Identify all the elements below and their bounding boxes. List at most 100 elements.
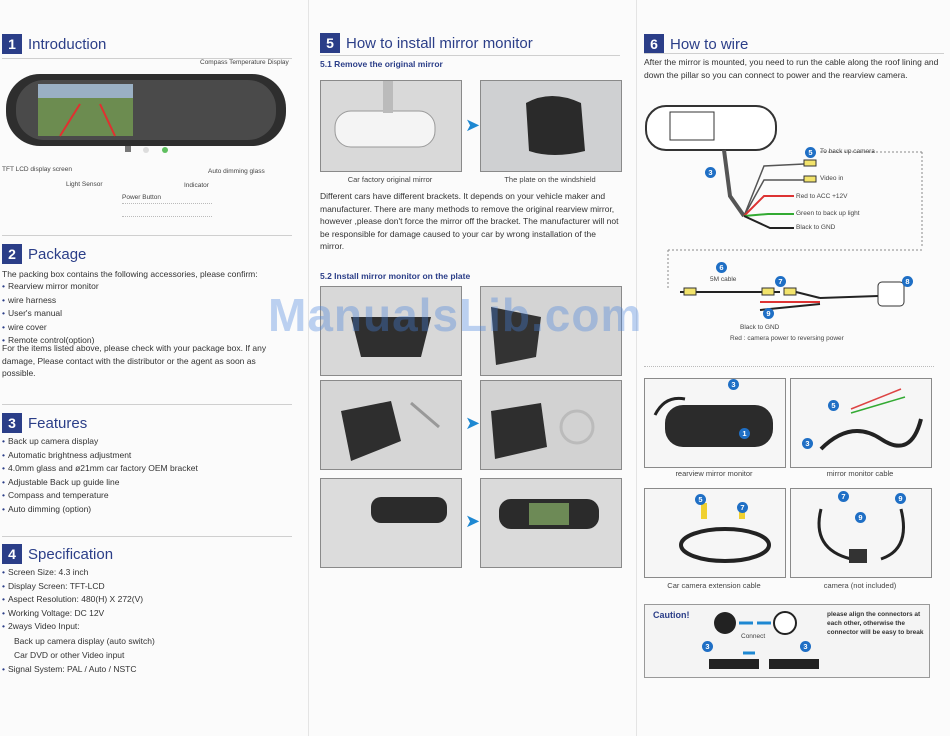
caution-title: Caution! xyxy=(653,610,690,620)
divider xyxy=(644,366,934,368)
list-item: 4.0mm glass and ø21mm car factory OEM br… xyxy=(2,462,198,476)
wire-heading: 6 How to wire xyxy=(644,34,748,54)
section-number: 2 xyxy=(2,244,22,264)
gnd-label: Black to GND xyxy=(740,324,780,331)
list-item: Automatic brightness adjustment xyxy=(2,449,198,463)
extension-cable-photo xyxy=(644,488,786,578)
badge-3: 3 xyxy=(802,438,813,449)
badge-3: 3 xyxy=(705,167,716,178)
camera-photo xyxy=(790,488,932,578)
arrow-icon: ➤ xyxy=(465,511,481,531)
list-item: Auto dimming (option) xyxy=(2,503,198,517)
caption-cable: mirror monitor cable xyxy=(826,469,894,478)
sub-item: Back up camera display (auto switch) xyxy=(14,636,155,646)
label-power-button: Power Button xyxy=(122,194,162,201)
sub-item: Car DVD or other Video input xyxy=(14,649,125,660)
list-item: Screen Size: 4.3 inch xyxy=(2,566,143,580)
section-title: Package xyxy=(28,245,87,263)
reverse-power-label: Red : camera power to reversing power xyxy=(730,335,844,342)
features-list: Back up camera display Automatic brightn… xyxy=(2,435,198,517)
section-number: 3 xyxy=(2,413,22,433)
caption-factory-mirror: Car factory original mirror xyxy=(347,175,433,184)
caution-text: please align the connectors at each othe… xyxy=(827,611,924,636)
caption-rearview: rearview mirror monitor xyxy=(675,469,753,478)
caption-extension-cable: Car camera extension cable xyxy=(667,581,761,590)
cable-length-label: 5M cable xyxy=(710,276,737,283)
package-note: For the items listed above, please check… xyxy=(2,343,267,378)
arrow-icon: ➤ xyxy=(465,115,481,135)
list-item: wire cover xyxy=(2,321,99,335)
spec-heading: 4 Specification xyxy=(2,544,113,564)
divider xyxy=(644,53,944,54)
label-light-sensor: Light Sensor xyxy=(66,181,103,188)
list-item: Adjustable Back up guide line xyxy=(2,476,198,490)
install-step-photo xyxy=(480,380,622,470)
divider xyxy=(2,235,292,236)
wire-label-camera: To back up camera xyxy=(820,148,875,155)
badge-7: 7 xyxy=(737,502,748,513)
install-paragraph: Different cars have different brackets. … xyxy=(320,191,619,251)
factory-mirror-photo xyxy=(320,80,462,172)
watermark: ManualsLib.com xyxy=(268,289,643,341)
install-heading: 5 How to install mirror monitor xyxy=(320,33,533,53)
wire-label-black: Black to GND xyxy=(796,224,836,231)
section-title: How to install mirror monitor xyxy=(346,34,533,52)
badge-9: 9 xyxy=(895,493,906,504)
list-item: Aspect Resolution: 480(H) X 272(V) xyxy=(2,593,143,607)
badge-7: 7 xyxy=(838,491,849,502)
divider xyxy=(2,404,292,405)
label-compass: Compass Temperature Display xyxy=(200,59,289,66)
package-intro: The packing box contains the following a… xyxy=(2,269,258,279)
badge-9: 9 xyxy=(855,512,866,523)
label-dimming: Auto dimming glass xyxy=(208,168,265,175)
badge-8: 8 xyxy=(902,276,913,287)
fold-line xyxy=(636,0,637,736)
section-number: 5 xyxy=(320,33,340,53)
label-tft: TFT LCD display screen xyxy=(2,166,72,173)
list-item: Working Voltage: DC 12V xyxy=(2,607,143,621)
list-item: wire harness xyxy=(2,294,99,308)
section-title: Introduction xyxy=(28,35,107,53)
section-number: 6 xyxy=(644,34,664,54)
list-item: Display Screen: TFT-LCD xyxy=(2,580,143,594)
caption-plate: The plate on the windshield xyxy=(504,175,596,184)
badge-9: 9 xyxy=(763,308,774,319)
caution-box: Caution! Connect please align the connec… xyxy=(644,604,930,678)
spec-sub-list: Back up camera display (auto switch) Car… xyxy=(14,635,155,662)
badge-5: 5 xyxy=(805,147,816,158)
subheading-install: 5.2 Install mirror monitor on the plate xyxy=(320,271,471,281)
badge-5: 5 xyxy=(828,400,839,411)
package-list: Rearview mirror monitor wire harness Use… xyxy=(2,280,99,348)
rearview-mirror-monitor-photo xyxy=(644,378,786,468)
features-heading: 3 Features xyxy=(2,413,87,433)
subheading-remove: 5.1 Remove the original mirror xyxy=(320,59,443,69)
badge-7: 7 xyxy=(775,276,786,287)
windshield-plate-photo xyxy=(480,80,622,172)
wiring-diagram xyxy=(645,105,923,311)
divider xyxy=(2,536,292,537)
install-step-photo xyxy=(320,286,462,376)
section-number: 1 xyxy=(2,34,22,54)
badge-6: 6 xyxy=(716,262,727,273)
wire-label-green: Green to back up light xyxy=(796,210,860,217)
install-step-photo xyxy=(480,286,622,376)
badge-3: 3 xyxy=(728,379,739,390)
connect-label: Connect xyxy=(741,633,766,640)
mirror-monitor-cable-photo xyxy=(790,378,932,468)
install-step-photo xyxy=(320,478,462,568)
list-item: Remote control(option) xyxy=(2,334,99,348)
install-step-photo xyxy=(480,478,622,568)
spec-list: Screen Size: 4.3 inch Display Screen: TF… xyxy=(2,566,143,634)
mirror-monitor-image xyxy=(6,74,286,153)
section-title: Specification xyxy=(28,545,114,563)
badge-5: 5 xyxy=(695,494,706,505)
arrow-icon: ➤ xyxy=(465,413,481,433)
list-item: 2ways Video Input: xyxy=(2,620,143,634)
list-item: Signal System: PAL / Auto / NSTC xyxy=(2,663,137,677)
wire-label-video: Video in xyxy=(820,175,844,182)
list-item: Rearview mirror monitor xyxy=(2,280,99,294)
divider xyxy=(2,58,292,59)
power-button-fine-print xyxy=(122,203,212,217)
badge-1: 1 xyxy=(739,428,750,439)
